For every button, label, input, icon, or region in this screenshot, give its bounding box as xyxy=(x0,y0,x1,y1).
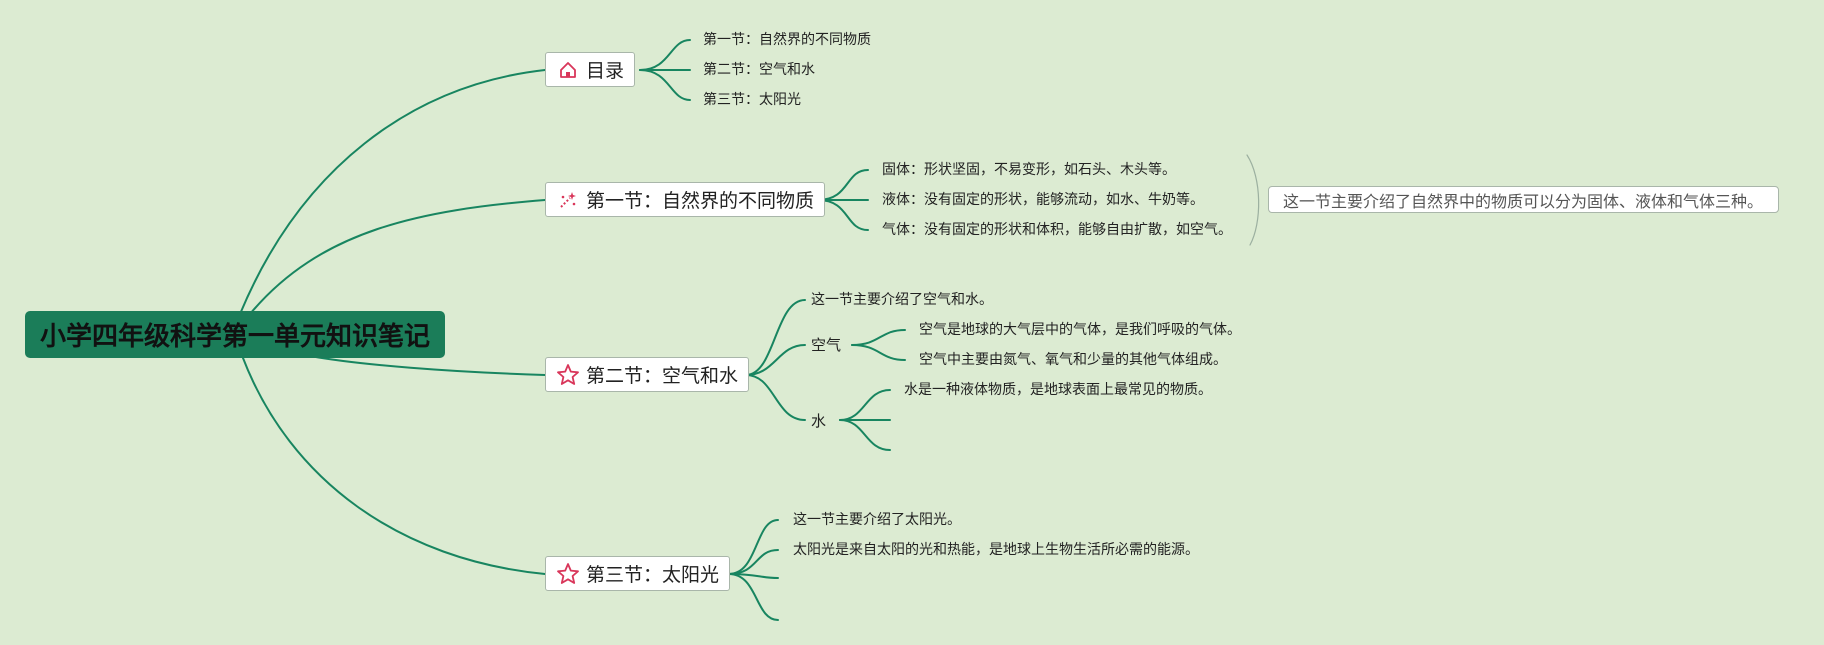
section-1-item[interactable]: 气体：没有固定的形状和体积，能够自由扩散，如空气。 xyxy=(882,222,1232,238)
branch-line xyxy=(745,344,806,376)
subtopic-water[interactable]: 水 xyxy=(811,412,827,430)
section-3-item[interactable]: 太阳光是来自太阳的光和热能，是地球上生物生活所必需的能源。 xyxy=(793,542,1199,558)
root-title: 小学四年级科学第一单元知识笔记 xyxy=(39,322,430,352)
branch-line xyxy=(309,355,546,376)
branch-line xyxy=(851,344,906,361)
topic-title: 第二节：空气和水 xyxy=(586,365,739,387)
section-1-item[interactable]: 固体：形状坚固，不易变形，如石头、木头等。 xyxy=(882,162,1176,178)
branch-line xyxy=(242,357,546,575)
branch-line xyxy=(639,69,691,101)
topic-section-3[interactable]: 第三节：太阳光 xyxy=(545,556,731,591)
topic-section-1[interactable]: 第一节：自然界的不同物质 xyxy=(545,182,826,217)
branch-line xyxy=(817,169,869,201)
branch-line xyxy=(728,519,779,575)
topic-title: 目录 xyxy=(586,60,625,82)
contents-item[interactable]: 第三节：太阳光 xyxy=(703,92,801,108)
air-item[interactable]: 空气中主要由氮气、氧气和少量的其他气体组成。 xyxy=(919,352,1227,368)
sparkle-wand-icon xyxy=(556,188,580,212)
branch-line xyxy=(839,419,891,451)
contents-item[interactable]: 第一节：自然界的不同物质 xyxy=(703,32,871,48)
home-icon xyxy=(556,58,580,82)
contents-item[interactable]: 第二节：空气和水 xyxy=(703,62,815,78)
section-2-intro[interactable]: 这一节主要介绍了空气和水。 xyxy=(811,292,993,308)
section-1-item[interactable]: 液体：没有固定的形状，能够流动，如水、牛奶等。 xyxy=(882,192,1204,208)
topic-title: 第一节：自然界的不同物质 xyxy=(586,190,815,212)
branch-line xyxy=(839,389,891,421)
branch-line xyxy=(239,69,546,315)
branch-line xyxy=(249,199,546,315)
branch-line xyxy=(851,329,906,346)
branch-line xyxy=(728,573,779,621)
branch-line xyxy=(817,199,869,231)
topic-title: 第三节：太阳光 xyxy=(586,564,720,586)
topic-section-2[interactable]: 第二节：空气和水 xyxy=(545,357,750,392)
topic-contents[interactable]: 目录 xyxy=(545,52,636,87)
water-item[interactable]: 水是一种液体物质，是地球表面上最常见的物质。 xyxy=(904,382,1212,398)
branch-line xyxy=(639,39,691,71)
branch-line xyxy=(745,299,806,376)
root-topic[interactable]: 小学四年级科学第一单元知识笔记 xyxy=(25,311,445,358)
summary-text: 这一节主要介绍了自然界中的物质可以分为固体、液体和气体三种。 xyxy=(1283,191,1764,211)
branch-line xyxy=(745,374,806,421)
air-item[interactable]: 空气是地球的大气层中的气体，是我们呼吸的气体。 xyxy=(919,322,1241,338)
summary-bracket xyxy=(1246,154,1260,246)
star-icon xyxy=(556,363,580,387)
section-1-summary[interactable]: 这一节主要介绍了自然界中的物质可以分为固体、液体和气体三种。 xyxy=(1268,186,1779,213)
star-icon xyxy=(556,562,580,586)
section-3-item[interactable]: 这一节主要介绍了太阳光。 xyxy=(793,512,961,528)
subtopic-air[interactable]: 空气 xyxy=(811,336,842,354)
